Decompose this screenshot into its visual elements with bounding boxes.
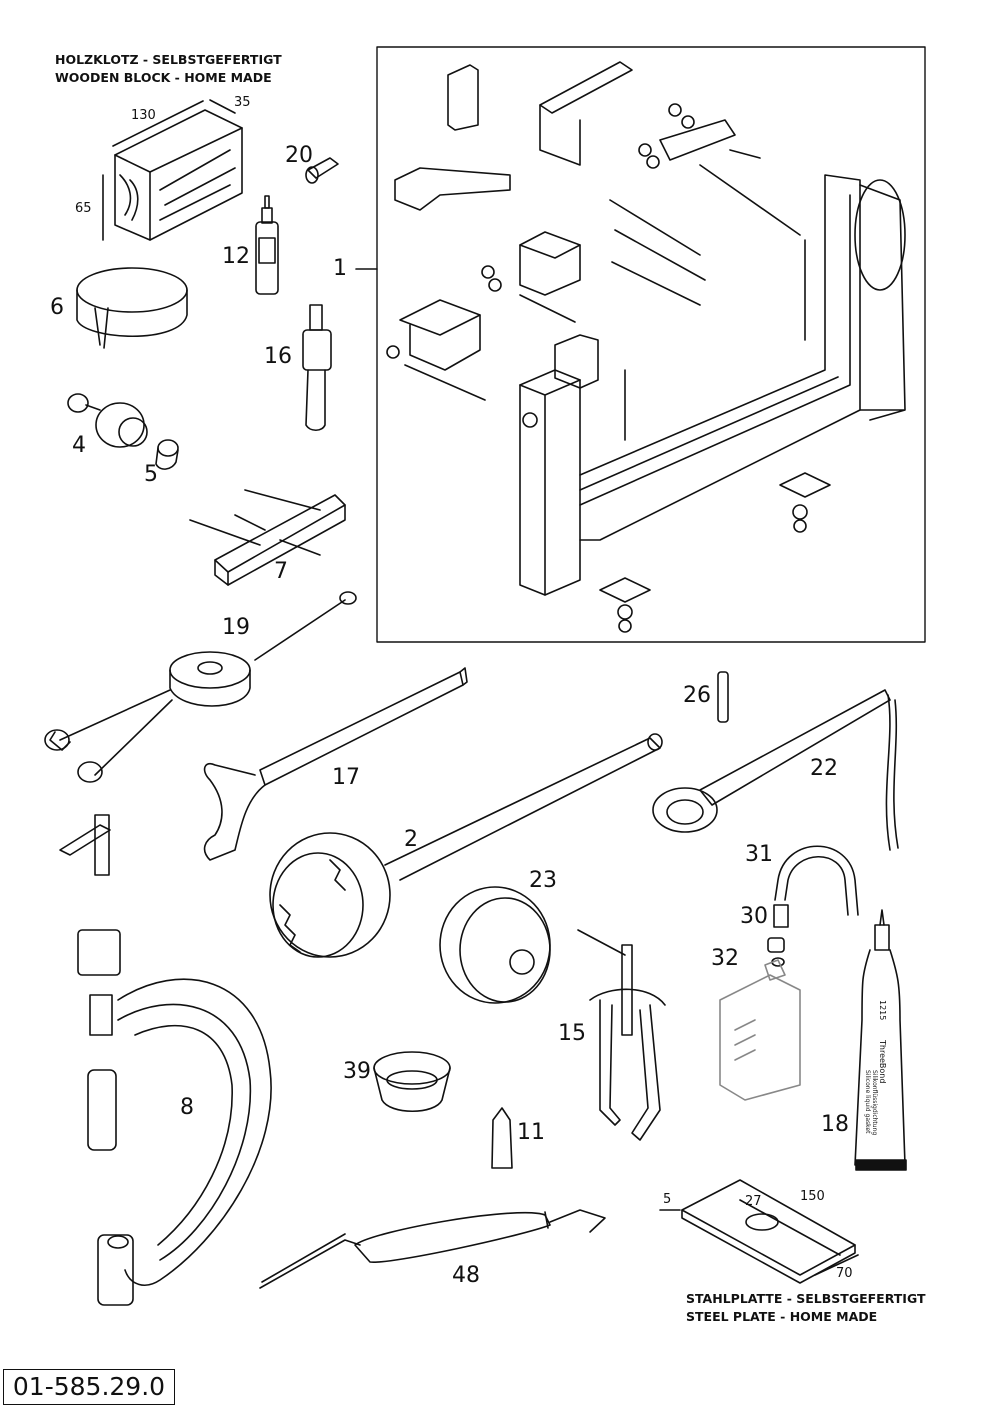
engine-stand-frame — [376, 46, 926, 643]
wooden-block-note-de: HOLZKLOTZ - SELBSTGEFERTIGT — [55, 52, 282, 67]
part-12-bottle — [255, 195, 279, 295]
part-31-hose — [774, 845, 859, 916]
part-4-tool — [67, 393, 148, 448]
oil-bottle — [719, 959, 801, 1101]
callout-20: 20 — [285, 143, 313, 168]
block-height-dim: 65 — [75, 201, 92, 216]
callout-2: 2 — [404, 827, 418, 852]
part-23-rotor — [439, 886, 551, 1004]
callout-32: 32 — [711, 946, 739, 971]
callout-23: 23 — [529, 868, 557, 893]
callout-1: 1 — [333, 256, 347, 281]
callout-31: 31 — [745, 842, 773, 867]
wooden-block-note: HOLZKLOTZ - SELBSTGEFERTIGT WOODEN BLOCK… — [55, 51, 282, 87]
callout-12: 12 — [222, 244, 250, 269]
callout-6: 6 — [50, 295, 64, 320]
tube-line1-label: Silikonflüssigdichtung — [871, 1070, 878, 1136]
plate-hole-dim: 27 — [745, 1194, 762, 1209]
part-26-pin — [717, 671, 729, 723]
steel-plate-note: STAHLPLATTE - SELBSTGEFERTIGT STEEL PLAT… — [686, 1290, 926, 1326]
block-length-dim: 130 — [131, 108, 156, 123]
steel-plate-note-en: STEEL PLATE - HOME MADE — [686, 1309, 878, 1324]
tube-brand-label: ThreeBond — [878, 1040, 887, 1084]
part-30-nipple — [767, 904, 789, 953]
wooden-block — [102, 99, 243, 241]
steel-plate — [659, 1179, 859, 1284]
callout-18: 18 — [821, 1112, 849, 1137]
callout-8: 8 — [180, 1095, 194, 1120]
callout-26: 26 — [683, 683, 711, 708]
callout-39: 39 — [343, 1059, 371, 1084]
tube-line2-label: Silicone liquid gasket — [864, 1070, 871, 1134]
part-39-cup — [373, 1051, 451, 1112]
callout-17: 17 — [332, 765, 360, 790]
block-width-dim: 35 — [234, 95, 251, 110]
callout-5: 5 — [144, 462, 158, 487]
part-22-chain-holder — [652, 689, 899, 851]
callout-7: 7 — [274, 559, 288, 584]
part-8-press — [59, 814, 272, 1306]
part-7-puller-bar — [189, 489, 346, 586]
part-6-ring — [76, 267, 188, 349]
part-11-tube — [491, 1107, 513, 1169]
part-48-grease-gun — [259, 1209, 606, 1289]
part-17-wrench — [203, 667, 468, 861]
callout-4: 4 — [72, 433, 86, 458]
plate-length-dim: 150 — [800, 1189, 825, 1204]
callout-48: 48 — [452, 1263, 480, 1288]
steel-plate-note-de: STAHLPLATTE - SELBSTGEFERTIGT — [686, 1291, 926, 1306]
part-18-tube — [854, 909, 907, 1171]
wooden-block-note-en: WOODEN BLOCK - HOME MADE — [55, 70, 272, 85]
callout-30: 30 — [740, 904, 768, 929]
document-id: 01-585.29.0 — [3, 1369, 175, 1405]
tube-number-label: 1215 — [878, 1000, 887, 1021]
part-19-puller — [44, 591, 357, 783]
callout-22: 22 — [810, 756, 838, 781]
part-2-holder — [269, 733, 663, 958]
part-16-puller — [302, 304, 332, 432]
callout-15: 15 — [558, 1021, 586, 1046]
part-5-bushing — [155, 439, 179, 470]
callout-16: 16 — [264, 344, 292, 369]
callout-19: 19 — [222, 615, 250, 640]
callout-11: 11 — [517, 1120, 545, 1145]
engine-stand — [386, 61, 906, 633]
part-20-screw — [305, 157, 339, 184]
plate-width-dim: 70 — [836, 1266, 853, 1281]
part-15-puller — [577, 929, 666, 1141]
plate-thickness-dim: 5 — [663, 1192, 672, 1207]
